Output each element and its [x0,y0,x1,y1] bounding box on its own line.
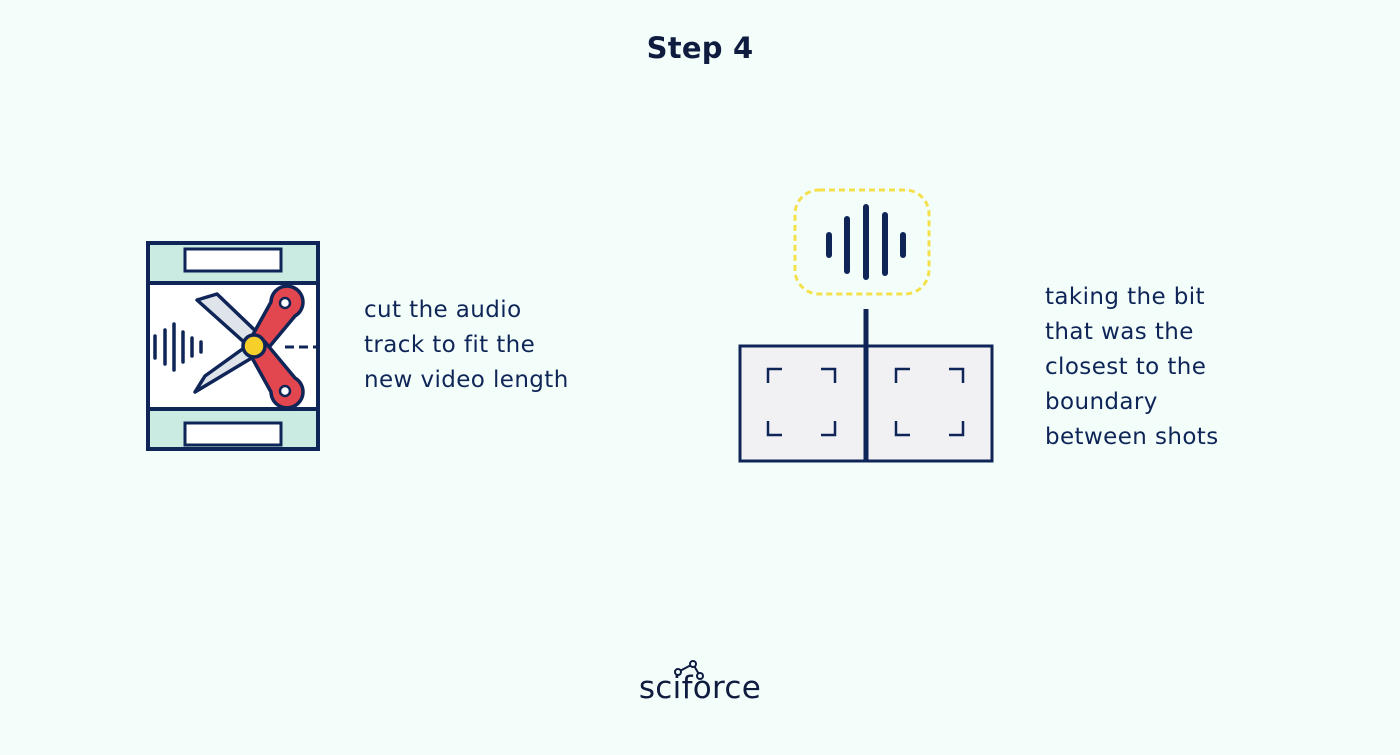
left-caption-line: cut the audio [364,297,522,323]
page-title: Step 4 [646,31,754,65]
audio-wave-on-shot-boundary-icon [735,185,997,466]
right-caption-line: between shots [1045,424,1219,450]
logo-node-mark [674,660,704,680]
right-caption-line: boundary [1045,389,1158,415]
video-cut-scissors-icon [145,240,321,454]
right-caption: taking the bit that was the closest to t… [1045,280,1219,455]
left-caption-line: track to fit the [364,332,536,358]
left-caption: cut the audio track to fit the new video… [364,293,569,398]
left-caption-line: new video length [364,367,569,393]
right-caption-line: taking the bit [1045,284,1205,310]
right-caption-line: closest to the [1045,354,1207,380]
right-caption-line: that was the [1045,319,1194,345]
logo-text: sciforce [638,670,762,706]
sciforce-logo: sciforce [620,658,780,708]
